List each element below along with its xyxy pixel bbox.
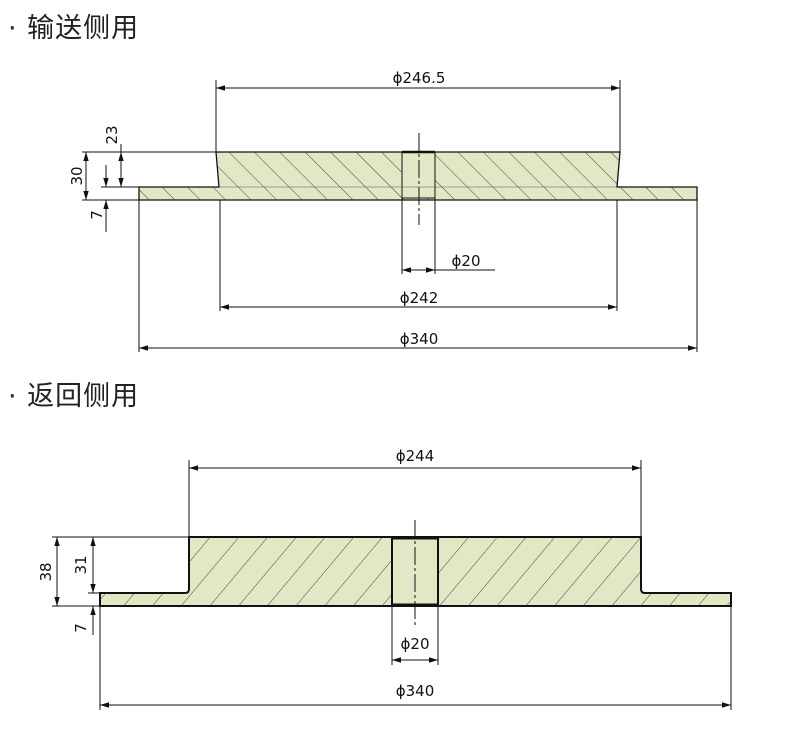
dim-hub-height: 23 <box>103 125 121 144</box>
section-title-return: · 返回侧用 <box>8 381 140 412</box>
dim-hub-dia: ϕ244 <box>396 447 435 465</box>
dim-hole-dia: ϕ20 <box>452 252 481 270</box>
dim-flange-thickness: 7 <box>72 623 90 633</box>
dim-total-height: 38 <box>37 562 55 581</box>
dim-total-height: 30 <box>68 166 86 185</box>
dim-hub-dia: ϕ246.5 <box>393 69 446 87</box>
dim-flange-thickness: 7 <box>88 210 106 220</box>
dim-hub-height: 31 <box>72 555 90 574</box>
dim-outer-dia: ϕ340 <box>400 330 439 348</box>
return-side-drawing: ϕ244 ϕ20 ϕ340 38 31 7 <box>37 447 732 710</box>
dim-hole-dia: ϕ20 <box>401 635 430 653</box>
conveying-side-drawing: ϕ246.5 ϕ20 ϕ242 ϕ340 30 23 7 <box>68 69 698 352</box>
section-title-conveying: · 输送侧用 <box>8 13 140 44</box>
dim-outer-dia: ϕ340 <box>396 682 435 700</box>
dim-hub-base-dia: ϕ242 <box>400 289 439 307</box>
